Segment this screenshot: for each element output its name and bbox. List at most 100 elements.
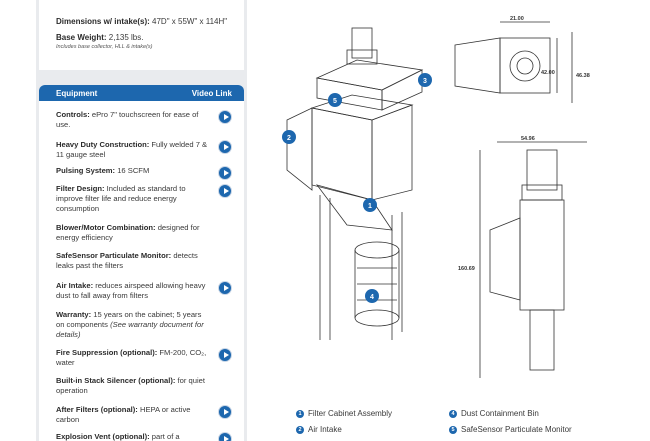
equipment-item-desc: 15 years on the cabinet; 5 years on comp… xyxy=(56,310,202,329)
weight-value: 2,135 lbs. xyxy=(108,33,144,42)
left-panel: Dimensions w/ intake(s): 47D" x 55W" x 1… xyxy=(36,0,247,441)
dim-front-height: 160.69 xyxy=(458,266,475,272)
elevation-motor xyxy=(526,149,558,191)
video-play-icon[interactable] xyxy=(218,110,232,124)
dimensions-value: 47D" x 55W" x 114H" xyxy=(152,17,228,26)
equipment-item: Warranty: 15 years on the cabinet; 5 yea… xyxy=(56,310,244,340)
equipment-item-label: After Filters (optional): xyxy=(56,405,138,414)
elevation-cabinet xyxy=(519,199,565,311)
equipment-item-label: Filter Design: xyxy=(56,184,105,193)
legend-bullet: 4 xyxy=(449,409,457,418)
equipment-item-text: Explosion Vent (optional): part of a xyxy=(56,432,211,441)
equipment-item-text: Warranty: 15 years on the cabinet; 5 yea… xyxy=(56,310,211,340)
equipment-item-desc: designed for energy efficiency xyxy=(56,223,200,242)
equipment-item: After Filters (optional): HEPA or active… xyxy=(56,405,244,425)
dust-collector-drawing: 21.00 42.00 46.38 54.96 160.69 1 2 3 4 5 xyxy=(282,16,590,378)
legend-item-5: 5 SafeSensor Particulate Monitor xyxy=(449,425,572,434)
video-play-icon[interactable] xyxy=(218,281,232,295)
equipment-item-label: Heavy Duty Construction: xyxy=(56,140,150,149)
legend-text: SafeSensor Particulate Monitor xyxy=(461,425,572,434)
equipment-item-text: Filter Design: Included as standard to i… xyxy=(56,184,211,214)
equipment-item: Built-in Stack Silencer (optional): for … xyxy=(56,376,244,396)
callout-1-label: 1 xyxy=(368,203,372,210)
legend-bullet: 2 xyxy=(296,425,304,434)
cabinet-side xyxy=(371,104,413,201)
equipment-item: Fire Suppression (optional): FM-200, CO₂… xyxy=(56,348,244,368)
equipment-item-desc: Fully welded 7 & 11 gauge steel xyxy=(56,140,208,159)
equipment-item-label: Controls: xyxy=(56,110,90,119)
callout-4-label: 4 xyxy=(370,294,374,301)
video-play-icon[interactable] xyxy=(218,166,232,180)
callout-5-label: 5 xyxy=(333,98,337,105)
legend-item-1: 1 Filter Cabinet Assembly xyxy=(296,409,392,418)
equipment-item-text: Air Intake: reduces airspeed allowing he… xyxy=(56,281,211,301)
equipment-item-label: Built-in Stack Silencer (optional): xyxy=(56,376,176,385)
equipment-item-desc: 16 SCFM xyxy=(117,166,150,175)
video-play-icon[interactable] xyxy=(218,184,232,198)
equipment-item-desc: Included as standard to improve filter l… xyxy=(56,184,186,213)
equipment-item: Air Intake: reduces airspeed allowing he… xyxy=(56,281,244,301)
motor-housing xyxy=(351,27,373,59)
callout-3 xyxy=(418,73,432,87)
equipment-item-label: Explosion Vent (optional): xyxy=(56,432,150,441)
equipment-item-text: Blower/Motor Combination: designed for e… xyxy=(56,223,211,243)
weight-note: Includes base collector, HLL & intake(s) xyxy=(56,44,153,50)
equipment-item-note: (See warranty document for details) xyxy=(56,320,204,339)
equipment-item-text: Heavy Duty Construction: Fully welded 7 … xyxy=(56,140,211,160)
equipment-title: Equipment xyxy=(56,88,98,98)
equipment-item-desc: FM-200, CO₂, water xyxy=(56,348,207,367)
equipment-item: Explosion Vent (optional): part of a xyxy=(56,432,244,441)
dim-top-width: 21.00 xyxy=(510,16,524,22)
hopper xyxy=(315,184,393,231)
video-play-icon[interactable] xyxy=(218,432,232,441)
equipment-item-desc: reduces airspeed allowing heavy dust to … xyxy=(56,281,206,300)
legend-bullet: 5 xyxy=(449,425,457,434)
equipment-item-label: Warranty: xyxy=(56,310,92,319)
equipment-item-text: Fire Suppression (optional): FM-200, CO₂… xyxy=(56,348,211,368)
equipment-item: Filter Design: Included as standard to i… xyxy=(56,184,244,214)
dimensions-line: Dimensions w/ intake(s): 47D" x 55W" x 1… xyxy=(56,16,244,27)
equipment-item-label: Blower/Motor Combination: xyxy=(56,223,156,232)
equipment-header: Equipment Video Link xyxy=(39,85,244,101)
callout-3-label: 3 xyxy=(423,78,427,85)
legend-item-4: 4 Dust Containment Bin xyxy=(449,409,539,418)
top-view-body xyxy=(499,37,551,94)
equipment-item-desc: for quiet operation xyxy=(56,376,205,395)
equipment-item-text: SafeSensor Particulate Monitor: detects … xyxy=(56,251,211,271)
video-link-title: Video Link xyxy=(191,88,232,98)
callout-5 xyxy=(328,93,342,107)
equipment-item: SafeSensor Particulate Monitor: detects … xyxy=(56,251,244,271)
equipment-item: Pulsing System: 16 SCFM xyxy=(56,166,244,180)
equipment-item-text: Pulsing System: 16 SCFM xyxy=(56,166,211,176)
dim-overall-height: 46.38 xyxy=(576,73,590,79)
callout-2 xyxy=(282,130,296,144)
legend-text: Filter Cabinet Assembly xyxy=(308,409,393,418)
equipment-item: Controls: ePro 7" touchscreen for ease o… xyxy=(56,110,244,130)
dim-front-width: 54.96 xyxy=(521,136,535,142)
equipment-item-label: Pulsing System: xyxy=(56,166,116,175)
equipment-item-label: SafeSensor Particulate Monitor: xyxy=(56,251,172,260)
equipment-item-label: Air Intake: xyxy=(56,281,94,290)
legend-item-2: 2 Air Intake xyxy=(296,425,342,434)
video-play-icon[interactable] xyxy=(218,348,232,362)
air-intake xyxy=(286,107,313,191)
equipment-item-desc: ePro 7" touchscreen for ease of use. xyxy=(56,110,199,129)
equipment-item-desc: HEPA or active carbon xyxy=(56,405,191,424)
equipment-item-text: Controls: ePro 7" touchscreen for ease o… xyxy=(56,110,211,130)
legend-bullet: 1 xyxy=(296,409,304,418)
equipment-item-label: Fire Suppression (optional): xyxy=(56,348,158,357)
weight-label: Base Weight: xyxy=(56,33,107,42)
callout-4 xyxy=(365,289,379,303)
weight-line: Base Weight: 2,135 lbs. xyxy=(56,32,244,43)
equipment-item: Heavy Duty Construction: Fully welded 7 … xyxy=(56,140,244,160)
video-play-icon[interactable] xyxy=(218,405,232,419)
equipment-item: Blower/Motor Combination: designed for e… xyxy=(56,223,244,243)
equipment-item-desc: part of a xyxy=(151,432,180,441)
dimensions-label: Dimensions w/ intake(s): xyxy=(56,17,150,26)
legend-text: Dust Containment Bin xyxy=(461,409,539,418)
top-plenum xyxy=(315,59,424,91)
legend-text: Air Intake xyxy=(308,425,342,434)
video-play-icon[interactable] xyxy=(218,140,232,154)
specs-card: Dimensions w/ intake(s): 47D" x 55W" x 1… xyxy=(39,0,244,70)
equipment-card: Equipment Video Link Controls: ePro 7" t… xyxy=(39,85,244,441)
